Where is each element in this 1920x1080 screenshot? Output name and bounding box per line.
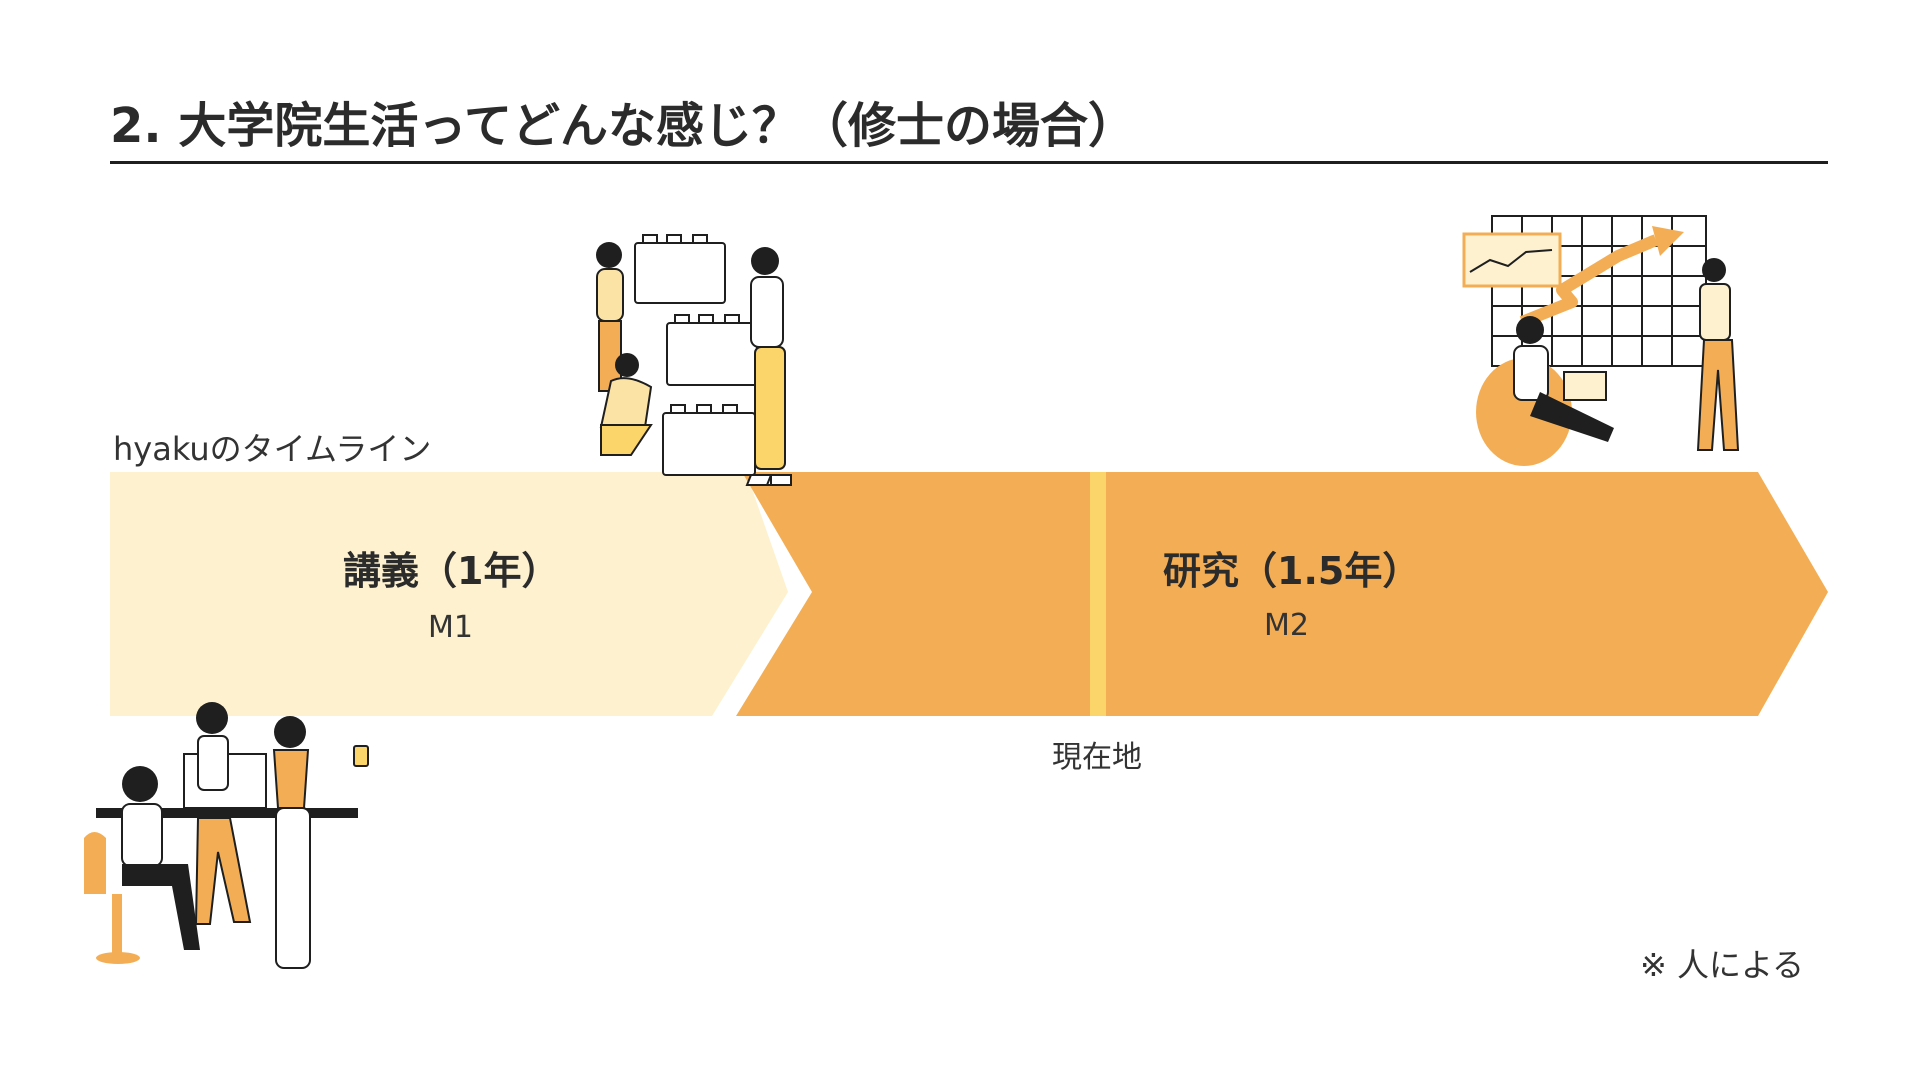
- current-position-label: 現在地: [1052, 740, 1142, 775]
- phase-research-arrow: [736, 472, 1828, 716]
- timeline-label: hyakuのタイムライン: [113, 430, 432, 468]
- people-stacking-blocks-icon: [596, 234, 792, 486]
- phase-lecture-arrow: [110, 472, 788, 716]
- phase-research-sub: M2: [1264, 608, 1309, 643]
- title-divider: [110, 161, 1828, 164]
- phase-lecture-title: 講義（1年）: [343, 549, 560, 593]
- phase-lecture-sub: M1: [428, 610, 473, 645]
- people-at-computer-desk-icon: [84, 702, 369, 969]
- current-position-marker: [1090, 472, 1106, 716]
- people-analyzing-growth-chart-icon: [1462, 215, 1740, 466]
- phase-research-title: 研究（1.5年）: [1163, 549, 1421, 593]
- slide-title: 2. 大学院生活ってどんな感じ？（修士の場合）: [110, 98, 1136, 154]
- footnote: ※ 人による: [1640, 946, 1805, 984]
